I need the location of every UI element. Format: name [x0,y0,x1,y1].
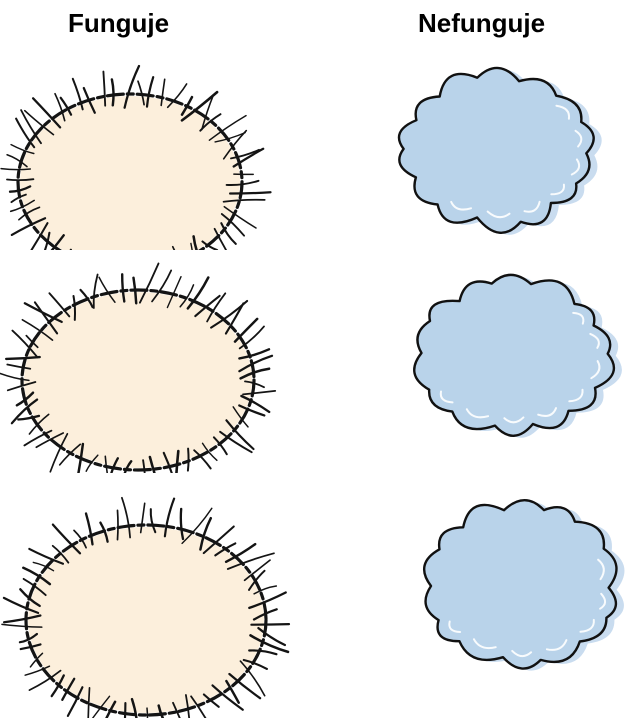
cloud-2 [396,258,642,458]
cloud-3 [404,482,642,694]
spiky-oval-1 [0,40,280,250]
spiky-oval-2 [0,248,290,473]
heading-nefunguje: Nefunguje [418,8,545,39]
spiky-oval-3 [0,482,300,718]
heading-funguje: Funguje [68,8,169,39]
cloud-1 [378,52,628,252]
